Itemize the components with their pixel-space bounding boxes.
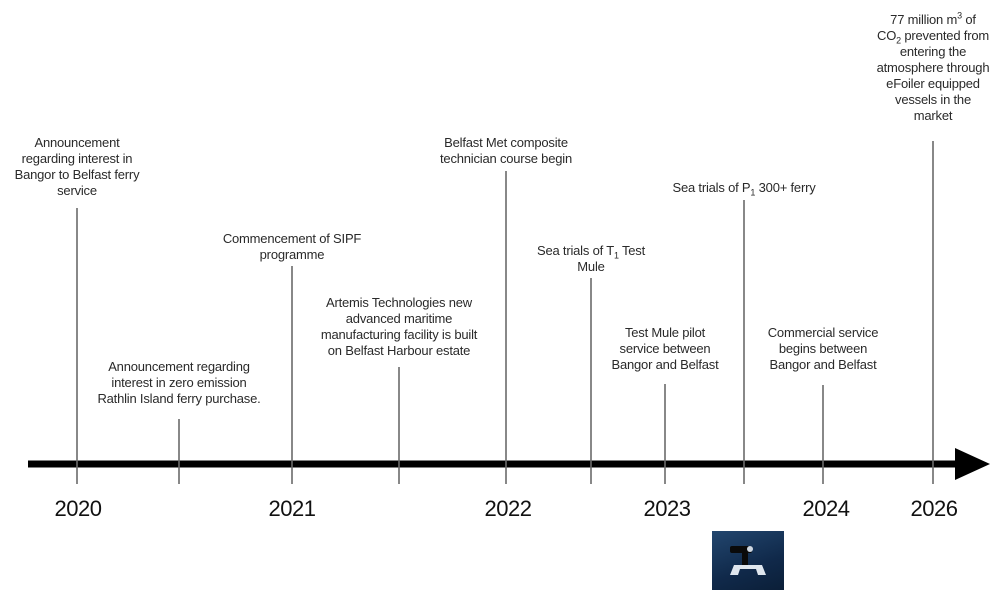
- event-t1-test-mule-trials: Sea trials of T1 Test Mule: [536, 243, 645, 274]
- event-test-mule-pilot: Test Mule pilot service between Bangor a…: [611, 325, 719, 372]
- event-co2-prevented: 77 million m3 of CO2 prevented from ente…: [876, 10, 990, 123]
- hydrofoil-logo-icon: [712, 531, 784, 590]
- event-bangor-belfast-interest: Announcement regarding interest in Bango…: [14, 135, 140, 198]
- event-p1-ferry-trials: Sea trials of P1 300+ ferry: [672, 180, 816, 198]
- year-label-2020: 2020: [54, 496, 102, 521]
- arrow-head-icon: [955, 448, 990, 480]
- event-commercial-service: Commercial service begins between Bangor…: [767, 325, 879, 372]
- event-belfast-met-course: Belfast Met composite technician course …: [440, 135, 572, 166]
- event-artemis-facility: Artemis Technologies new advanced mariti…: [320, 295, 478, 358]
- event-sipf-programme: Commencement of SIPF programme: [222, 231, 362, 262]
- year-label-2026: 2026: [910, 496, 958, 521]
- year-label-2023: 2023: [643, 496, 691, 521]
- year-label-2021: 2021: [268, 496, 316, 521]
- year-label-2024: 2024: [802, 496, 850, 521]
- year-label-2022: 2022: [484, 496, 532, 521]
- event-rathlin-ferry-interest: Announcement regarding interest in zero …: [97, 359, 261, 406]
